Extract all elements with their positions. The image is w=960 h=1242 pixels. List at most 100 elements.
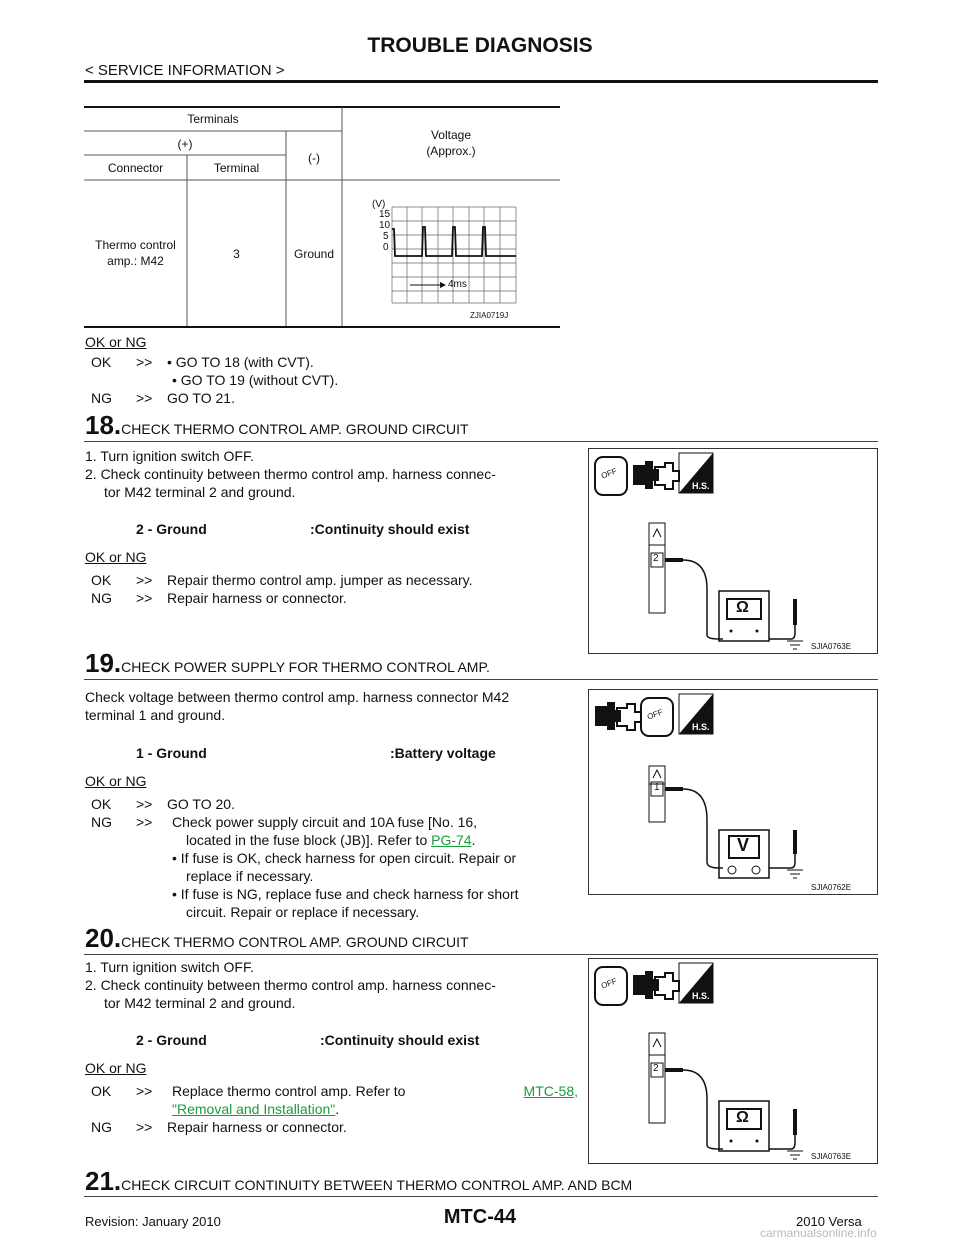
step-18-ng-arrow: >>: [136, 590, 153, 606]
wave-y-labels: 15 10 5 0: [379, 209, 390, 253]
ng-arrow-1: >>: [136, 390, 153, 406]
step-19-bullet-2a: • If fuse is NG, replace fuse and check …: [172, 886, 519, 902]
step-20-ng-text: Repair harness or connector.: [167, 1119, 347, 1135]
figure-step-20: OFF H.S. 2 Ω SJIA0763E: [588, 958, 878, 1164]
step-19-ok-text: GO TO 20.: [167, 796, 235, 812]
step-20-ok-text-end: .: [335, 1101, 340, 1117]
col-terminal: Terminal: [213, 161, 260, 175]
step-19-ng-text-2-end: .: [471, 832, 476, 848]
step-21-number: 21.: [85, 1166, 122, 1196]
step-19-ng-arrow: >>: [136, 814, 153, 830]
step-18-ok-arrow: >>: [136, 572, 153, 588]
step-19-title: CHECK POWER SUPPLY FOR THERMO CONTROL AM…: [121, 659, 490, 675]
step-20-okng: OK or NG: [85, 1060, 147, 1076]
step-20-ng-prefix: NG: [91, 1119, 112, 1135]
step-18-ng-prefix: NG: [91, 590, 112, 606]
ohm-icon: Ω: [736, 1109, 749, 1126]
waveform-figure: (V) 15 10 5 0 4ms ZJIA0719J: [352, 199, 520, 320]
step-20-ok-text-2: "Removal and Installation".: [172, 1100, 339, 1118]
ng-text-1: GO TO 21.: [167, 390, 235, 406]
figure-19-drawing: [595, 693, 803, 879]
wave-unit: (V): [372, 199, 386, 210]
step-21-heading: 21.CHECK CIRCUIT CONTINUITY BETWEEN THER…: [85, 1166, 632, 1197]
figure-19-pin: 1: [654, 782, 660, 793]
step-18-ok-text: Repair thermo control amp. jumper as nec…: [167, 572, 473, 588]
step-20-ok-text: Replace thermo control amp. Refer to MTC…: [172, 1082, 578, 1100]
step-19-line-1: Check voltage between thermo control amp…: [85, 689, 510, 705]
step-20-line-2: 2. Check continuity between thermo contr…: [85, 977, 496, 993]
figure-19-code: SJIA0762E: [811, 883, 852, 892]
wave-y-10: 10: [379, 220, 391, 231]
col-terminals: Terminals: [187, 112, 239, 126]
step-20-number: 20.: [85, 923, 122, 953]
figure-20-pin: 2: [653, 1063, 659, 1074]
step-20-line-3: tor M42 terminal 2 and ground.: [104, 995, 296, 1011]
step-18-spec-left: 2 - Ground: [136, 521, 207, 537]
ng-prefix-1: NG: [91, 390, 112, 406]
step-18-heading: 18.CHECK THERMO CONTROL AMP. GROUND CIRC…: [85, 410, 469, 441]
terminal-table: Terminals (+) (-) Voltage (Approx.) Conn…: [84, 106, 560, 328]
link-pg-74[interactable]: PG-74: [431, 832, 472, 848]
step-19-spec-left: 1 - Ground: [136, 745, 207, 761]
step-18-line-1: 1. Turn ignition switch OFF.: [85, 448, 254, 464]
step-20-ng-arrow: >>: [136, 1119, 153, 1135]
section-label: < SERVICE INFORMATION >: [85, 62, 285, 79]
col-connector: Connector: [107, 161, 164, 175]
cell-connector-2: amp.: M42: [107, 254, 164, 268]
step-20-ok-prefix: OK: [91, 1083, 112, 1099]
step-20-heading: 20.CHECK THERMO CONTROL AMP. GROUND CIRC…: [85, 923, 469, 954]
col-voltage: Voltage: [430, 128, 472, 142]
wave-y-0: 0: [383, 242, 389, 253]
hs-icon: H.S.: [692, 481, 710, 491]
col-minus: (-): [308, 151, 320, 165]
link-mtc-58[interactable]: MTC-58,: [523, 1083, 578, 1099]
col-approx: (Approx.): [426, 144, 476, 158]
hs-icon: H.S.: [692, 991, 710, 1001]
step-19-line-2: terminal 1 and ground.: [85, 707, 226, 723]
figure-step-19: OFF H.S. 1 V SJIA0762E: [588, 689, 878, 895]
step-20-spec-right: :Continuity should exist: [320, 1032, 480, 1048]
cell-terminal: 3: [233, 247, 240, 261]
step-21-title: CHECK CIRCUIT CONTINUITY BETWEEN THERMO …: [121, 1177, 633, 1193]
link-removal-installation[interactable]: "Removal and Installation": [172, 1101, 336, 1117]
cell-connector-1: Thermo control: [95, 238, 176, 252]
figure-20-drawing: [594, 962, 803, 1160]
table-lines: [84, 106, 560, 328]
cell-ground: Ground: [293, 247, 335, 261]
step-18-spec-right: :Continuity should exist: [310, 521, 470, 537]
step-19-ng-text-1: Check power supply circuit and 10A fuse …: [172, 814, 478, 830]
figure-18-drawing: [594, 452, 803, 650]
step-19-rule: [84, 679, 878, 680]
step-19-heading: 19.CHECK POWER SUPPLY FOR THERMO CONTROL…: [85, 648, 490, 679]
figure-18-code: SJIA0763E: [811, 642, 852, 651]
figure-18-pin: 2: [653, 553, 659, 564]
figure-20-code: SJIA0763E: [811, 1152, 852, 1161]
step-18-rule: [84, 441, 878, 442]
step-20-line-1: 1. Turn ignition switch OFF.: [85, 959, 254, 975]
step-20-rule: [84, 954, 878, 955]
step-19-bullet-1b: replace if necessary.: [186, 868, 314, 884]
wave-y-15: 15: [379, 209, 391, 220]
step-19-spec-right: :Battery voltage: [390, 745, 496, 761]
step-19-bullet-2b: circuit. Repair or replace if necessary.: [186, 904, 420, 920]
wave-time: 4ms: [448, 279, 467, 290]
wave-y-5: 5: [383, 231, 389, 242]
step-19-number: 19.: [85, 648, 122, 678]
step-18-okng: OK or NG: [85, 549, 147, 565]
step-19-ng-prefix: NG: [91, 814, 112, 830]
page-number: MTC-44: [443, 1206, 517, 1228]
footer-model: 2010 Versa: [796, 1214, 862, 1229]
ok-text-1b: • GO TO 19 (without CVT).: [172, 372, 339, 388]
voltmeter-icon: V: [737, 835, 750, 855]
figure-step-18: OFF H.S. 2 Ω SJIA0763E: [588, 448, 878, 654]
step-19-ng-text-2: located in the fuse block (JB)]. Refer t…: [186, 831, 475, 849]
watermark: carmanualsonline.info: [760, 1226, 877, 1240]
header-rule: [84, 80, 878, 83]
step-18-ok-prefix: OK: [91, 572, 112, 588]
ok-text-1a: • GO TO 18 (with CVT).: [167, 354, 314, 370]
step-20-spec-left: 2 - Ground: [136, 1032, 207, 1048]
ok-prefix-1: OK: [91, 354, 112, 370]
step-19-ok-arrow: >>: [136, 796, 153, 812]
step-18-title: CHECK THERMO CONTROL AMP. GROUND CIRCUIT: [121, 421, 469, 437]
step-19-okng: OK or NG: [85, 773, 147, 789]
